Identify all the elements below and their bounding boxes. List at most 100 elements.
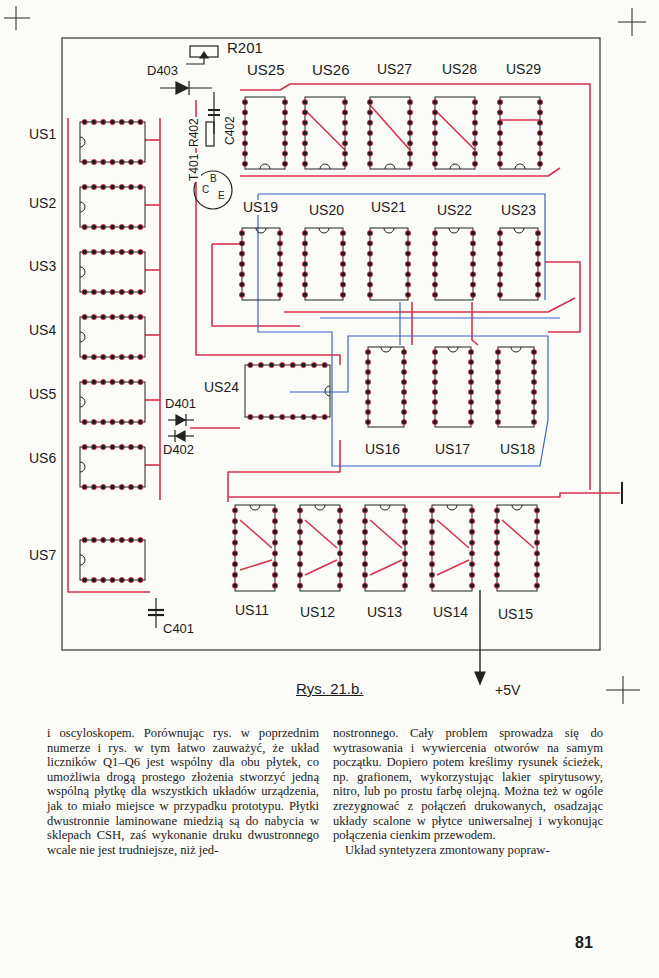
solder-pad xyxy=(302,110,307,115)
solder-pad xyxy=(497,100,502,105)
solder-pad xyxy=(432,369,437,374)
ic-package xyxy=(80,184,145,229)
solder-pad xyxy=(232,529,237,534)
solder-pad xyxy=(272,519,277,524)
solder-pad xyxy=(242,151,247,156)
solder-pad xyxy=(297,519,302,524)
solder-pad xyxy=(290,414,295,419)
solder-pad xyxy=(497,251,502,256)
ic-package xyxy=(495,347,536,427)
ic-package xyxy=(232,505,277,591)
solder-pad xyxy=(272,529,277,534)
ic-notch xyxy=(80,137,85,147)
solder-pad xyxy=(91,184,96,189)
solder-pad xyxy=(367,120,372,125)
solder-pad xyxy=(119,159,124,164)
solder-pad xyxy=(469,572,474,577)
solder-pad xyxy=(138,159,143,164)
solder-pad xyxy=(272,562,277,567)
solder-pad xyxy=(494,540,499,545)
solder-pad xyxy=(534,562,539,567)
bottom-trace xyxy=(258,194,545,300)
chip-label: US7 xyxy=(28,548,57,563)
solder-pad xyxy=(531,409,536,414)
solder-pad xyxy=(468,399,473,404)
solder-pad xyxy=(337,519,342,524)
solder-pad xyxy=(401,369,406,374)
chip-label: US17 xyxy=(434,442,471,457)
solder-pad xyxy=(537,151,542,156)
solder-pad xyxy=(470,231,475,236)
solder-pad xyxy=(537,100,542,105)
solder-pad xyxy=(365,419,370,424)
solder-pad xyxy=(82,419,87,424)
solder-pad xyxy=(472,100,477,105)
solder-pad xyxy=(101,159,106,164)
ic-outline xyxy=(432,505,472,591)
solder-pad xyxy=(432,231,437,236)
solder-pad xyxy=(497,110,502,115)
solder-pad xyxy=(407,130,412,135)
solder-pad xyxy=(402,529,407,534)
ic-outline xyxy=(498,347,534,427)
solder-pad xyxy=(365,389,370,394)
chip-label: US26 xyxy=(311,62,351,79)
crop-mark xyxy=(623,676,624,704)
solder-pad xyxy=(537,130,542,135)
solder-pad xyxy=(128,289,133,294)
ic-package xyxy=(80,379,145,424)
solder-pad xyxy=(340,231,345,236)
solder-pad xyxy=(239,272,244,277)
ic-notch xyxy=(80,462,85,472)
ic-package xyxy=(362,505,407,591)
solder-pad xyxy=(128,159,133,164)
part-label: D402 xyxy=(162,443,195,457)
ic-outline xyxy=(80,252,145,292)
part-label: D403 xyxy=(146,64,179,78)
solder-pad xyxy=(110,444,115,449)
page-number: 81 xyxy=(574,934,594,952)
ic-notch xyxy=(450,164,460,169)
solder-pad xyxy=(101,484,106,489)
solder-pad xyxy=(432,161,437,166)
solder-pad xyxy=(405,261,410,266)
solder-pad xyxy=(342,130,347,135)
solder-pad xyxy=(407,161,412,166)
ic-notch xyxy=(80,332,85,342)
solder-pad xyxy=(401,379,406,384)
ic-notch xyxy=(514,228,524,233)
copper-trace xyxy=(472,302,478,345)
solder-pad xyxy=(497,130,502,135)
solder-pad xyxy=(402,551,407,556)
solder-pad xyxy=(472,110,477,115)
solder-pad xyxy=(297,572,302,577)
potentiometer-arrow xyxy=(200,52,208,58)
solder-pad xyxy=(405,251,410,256)
solder-pad xyxy=(337,508,342,513)
solder-pad xyxy=(302,161,307,166)
solder-pad xyxy=(497,241,502,246)
solder-pad xyxy=(101,419,106,424)
ic-outline xyxy=(370,97,410,169)
solder-pad xyxy=(82,224,87,229)
solder-pad xyxy=(239,241,244,246)
solder-pad xyxy=(367,130,372,135)
solder-pad xyxy=(497,261,502,266)
solder-pad xyxy=(119,484,124,489)
solder-pad xyxy=(534,572,539,577)
solder-pad xyxy=(405,231,410,236)
solder-pad xyxy=(534,583,539,588)
solder-pad xyxy=(495,389,500,394)
solder-pad xyxy=(302,100,307,105)
solder-pad xyxy=(337,583,342,588)
solder-pad xyxy=(101,184,106,189)
solder-pad xyxy=(342,110,347,115)
ic-package xyxy=(365,347,406,427)
solder-pad xyxy=(367,151,372,156)
solder-pad xyxy=(82,119,87,124)
solder-pad xyxy=(362,540,367,545)
solder-pad xyxy=(468,389,473,394)
solder-pad xyxy=(535,231,540,236)
solder-pad xyxy=(277,231,282,236)
solder-pad xyxy=(401,349,406,354)
